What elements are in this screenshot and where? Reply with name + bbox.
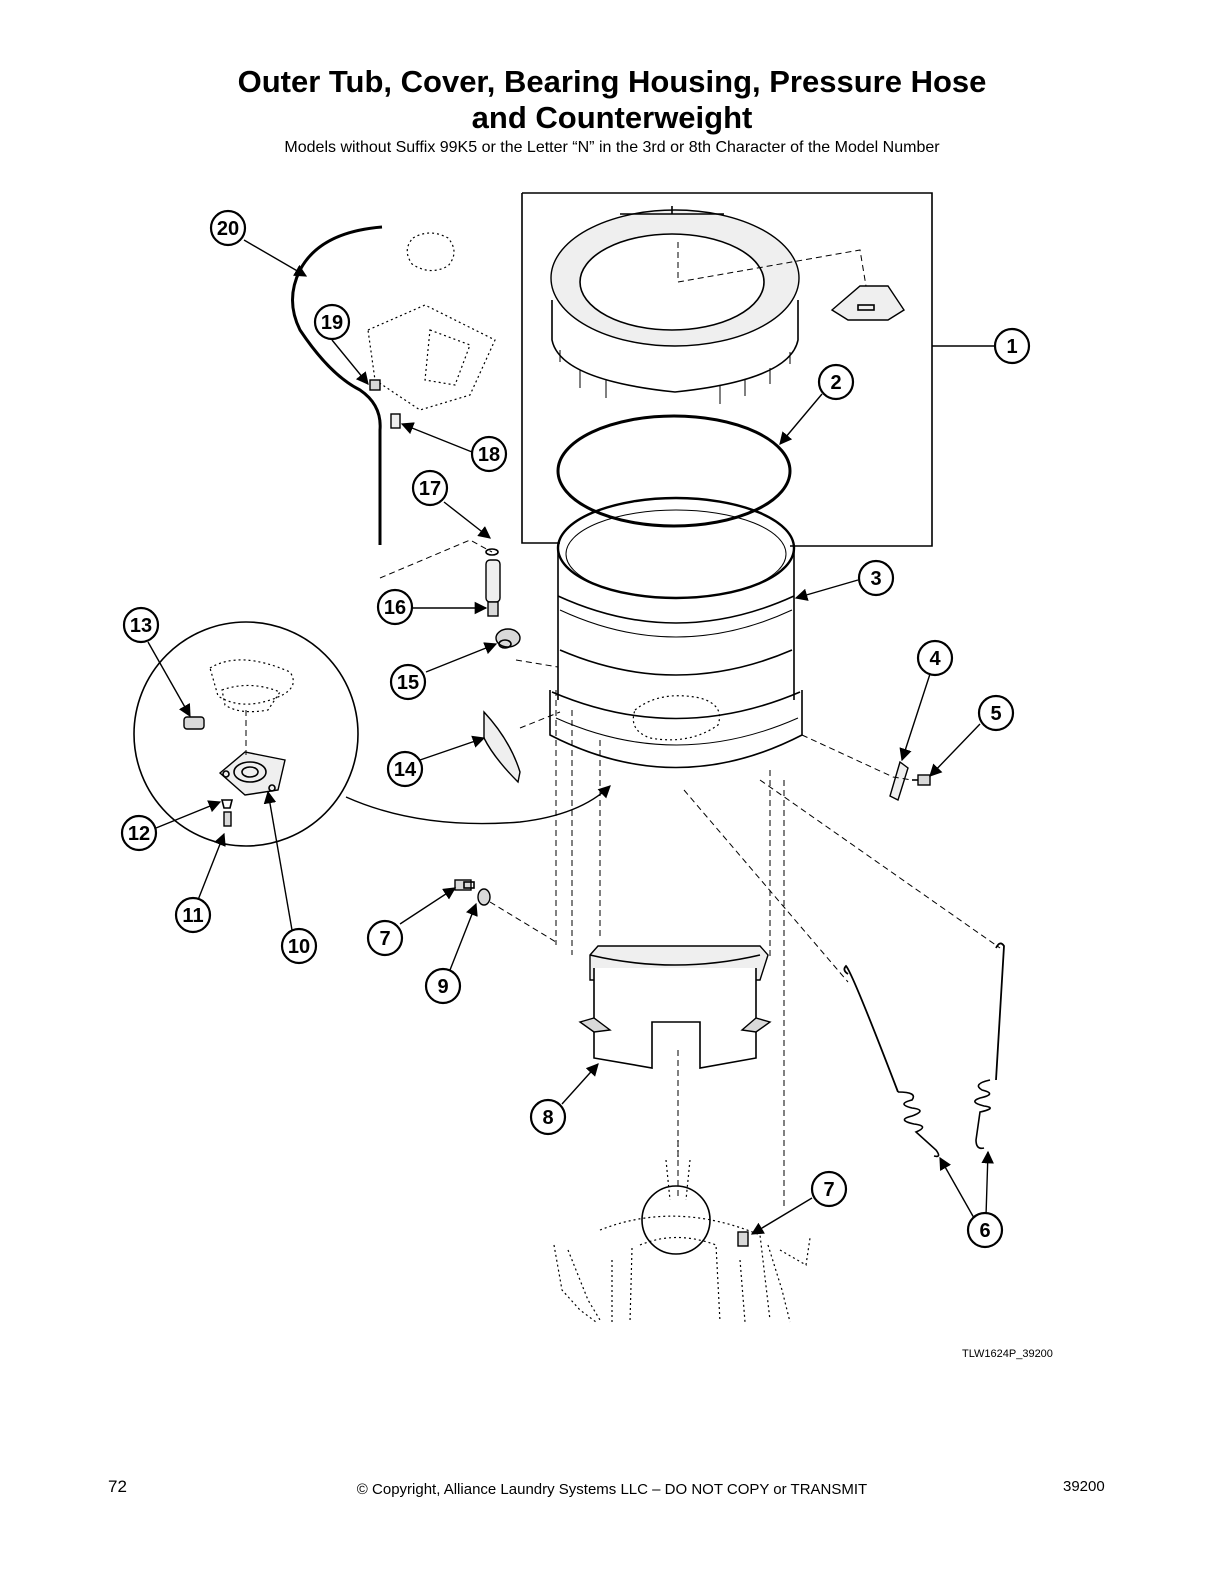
svg-text:2: 2 xyxy=(830,372,841,394)
cover-assembly-box xyxy=(521,192,933,547)
svg-text:16: 16 xyxy=(384,597,406,619)
callout-14: 14 xyxy=(386,750,424,788)
svg-text:18: 18 xyxy=(478,444,500,466)
o-ring-17 xyxy=(485,548,499,556)
tub-cover xyxy=(550,206,800,404)
svg-text:20: 20 xyxy=(217,218,239,240)
callout-18: 18 xyxy=(470,435,508,473)
callout-16: 16 xyxy=(376,588,414,626)
screw-5 xyxy=(912,774,931,786)
svg-text:7: 7 xyxy=(823,1179,834,1201)
svg-text:8: 8 xyxy=(542,1107,553,1129)
cabinet-base-outline xyxy=(553,1140,811,1323)
document-number: 39200 xyxy=(1063,1478,1105,1495)
callout-7-upper: 7 xyxy=(366,919,404,957)
air-dome-16 xyxy=(485,559,501,617)
svg-text:9: 9 xyxy=(437,976,448,998)
pressure-hose xyxy=(291,225,383,545)
svg-text:19: 19 xyxy=(321,312,343,334)
page-number: 72 xyxy=(108,1477,127,1496)
counterweight xyxy=(578,945,772,1069)
callout-5: 5 xyxy=(977,694,1015,732)
svg-text:15: 15 xyxy=(397,672,419,694)
detail-magnifier xyxy=(133,621,359,847)
spring-left xyxy=(843,964,940,1158)
page-subtitle: Models without Suffix 99K5 or the Letter… xyxy=(284,139,940,156)
callout-6: 6 xyxy=(966,1211,1004,1249)
callout-3: 3 xyxy=(857,559,895,597)
cover-bracket xyxy=(830,285,905,321)
svg-text:17: 17 xyxy=(419,478,441,500)
svg-text:7: 7 xyxy=(379,928,390,950)
callout-2: 2 xyxy=(817,363,855,401)
callout-1: 1 xyxy=(993,327,1031,365)
svg-text:1: 1 xyxy=(1006,336,1017,358)
clip-19 xyxy=(369,379,381,391)
svg-text:4: 4 xyxy=(929,648,941,670)
page-title-line-1: Outer Tub, Cover, Bearing Housing, Press… xyxy=(237,64,987,99)
shield-14 xyxy=(483,710,521,784)
callout-4: 4 xyxy=(916,639,954,677)
svg-text:14: 14 xyxy=(394,759,417,781)
washer-9 xyxy=(477,888,491,906)
callout-7-lower: 7 xyxy=(810,1170,848,1208)
callout-12: 12 xyxy=(120,814,158,852)
callout-11: 11 xyxy=(174,896,212,934)
grommet-15 xyxy=(495,628,521,649)
copyright-notice: © Copyright, Alliance Laundry Systems LL… xyxy=(356,1481,868,1498)
svg-text:13: 13 xyxy=(130,615,152,637)
callout-8: 8 xyxy=(529,1098,567,1136)
callout-19: 19 xyxy=(313,303,351,341)
clip-18 xyxy=(390,413,401,429)
svg-text:5: 5 xyxy=(990,703,1001,725)
callout-10: 10 xyxy=(280,927,318,965)
callout-20: 20 xyxy=(209,209,247,247)
callout-15: 15 xyxy=(389,663,427,701)
pressure-switch-outline xyxy=(367,232,496,411)
callout-13: 13 xyxy=(122,606,160,644)
spring-right xyxy=(974,942,1005,1150)
bearing-housing-detail xyxy=(183,659,294,827)
page-title-line-2: and Counterweight xyxy=(471,100,753,135)
svg-text:12: 12 xyxy=(128,823,150,845)
callout-17: 17 xyxy=(411,469,449,507)
outer-tub xyxy=(549,496,803,769)
svg-text:10: 10 xyxy=(288,936,310,958)
svg-text:3: 3 xyxy=(870,568,881,590)
clip-bracket xyxy=(889,760,909,801)
figure-code: TLW1624P_39200 xyxy=(962,1348,1053,1360)
svg-text:11: 11 xyxy=(182,905,203,927)
bolt-7 xyxy=(454,879,475,891)
callout-9: 9 xyxy=(424,967,462,1005)
svg-text:6: 6 xyxy=(979,1220,990,1242)
tub-seal-ring xyxy=(556,414,792,528)
